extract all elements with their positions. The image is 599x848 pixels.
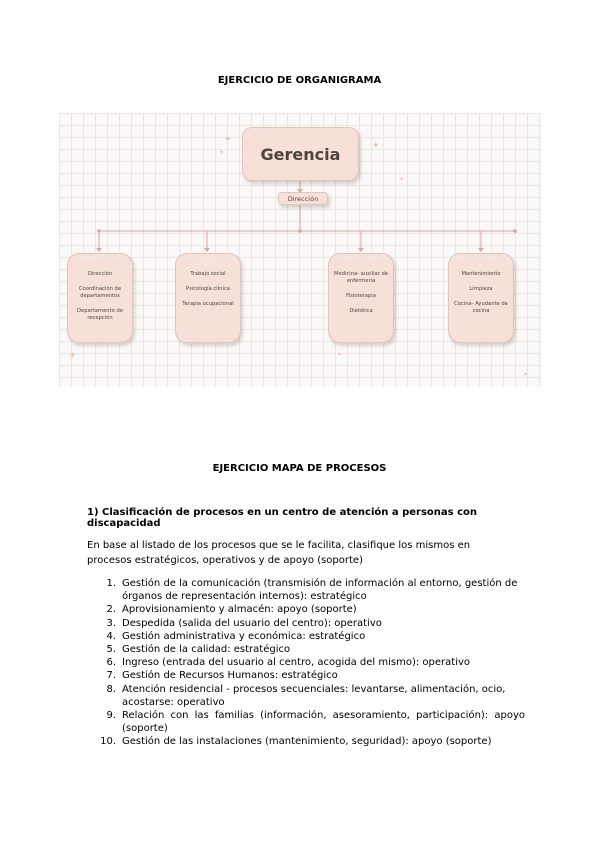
dept-item: Medicina- auxiliar de enfermería	[334, 271, 388, 284]
list-number: 6.	[106, 657, 116, 669]
list-item: 8. Atención residencial - procesos secuen…	[95, 683, 525, 709]
list-item: 2. Aprovisionamiento y almacén: apoyo (so…	[95, 603, 525, 616]
list-item: 1. Gestión de la comunicación (transmisió…	[95, 577, 525, 603]
sparkle-icon: ✦	[399, 177, 405, 183]
org-dept-servicios-generales: SERVICIOS GENERALES Mantenimiento Limpie…	[448, 253, 514, 343]
dept-item: Mantenimiento	[461, 271, 501, 277]
list-text: Gestión de la comunicación (transmisión …	[122, 578, 518, 603]
dept-item: Dirección	[87, 271, 113, 277]
dept-item: Psicología clínica	[186, 286, 230, 292]
dept-item: Coordinación de departamentos	[78, 286, 122, 299]
list-item: 6. Ingreso (entrada del usuario al centro…	[95, 656, 525, 669]
dept-item: Trabajo social	[190, 271, 226, 277]
org-chart: Gerencia Dirección ADMINISTRACIÓN Direcc…	[59, 113, 541, 387]
org-box-gerencia: Gerencia	[242, 127, 359, 181]
dept-item: Terapia ocupacional	[182, 301, 234, 307]
list-number: 10.	[100, 736, 116, 748]
list-number: 8.	[106, 683, 116, 695]
intro-paragraph: En base al listado de los procesos que s…	[87, 540, 471, 566]
list-number: 5.	[106, 644, 116, 656]
process-list: 1. Gestión de la comunicación (transmisió…	[95, 577, 525, 749]
dept-item: Limpieza	[469, 286, 493, 292]
list-item: 10. Gestión de las instalaciones (manteni…	[95, 735, 525, 748]
list-text: Aprovisionamiento y almacén: apoyo (sopo…	[122, 604, 357, 616]
org-dept-atencion-sanitaria: ATENCIÓN SANITARIA Medicina- auxiliar de…	[328, 253, 394, 343]
dept-title: ATENCIÓN SANITARIA	[335, 257, 387, 262]
org-dept-administracion: ADMINISTRACIÓN Dirección Coordinación de…	[67, 253, 133, 343]
list-item: 5. Gestión de la calidad: estratégico	[95, 643, 525, 656]
dept-title: ADMINISTRACIÓN	[78, 257, 122, 262]
list-number: 9.	[106, 710, 116, 722]
list-text: Gestión de Recursos Humanos: estratégico	[122, 670, 338, 682]
question-heading: 1) Clasificación de procesos en un centr…	[87, 507, 477, 529]
dept-title: APOYO SOCIAL Y SALUD MENTAL	[179, 257, 237, 268]
list-number: 4.	[106, 630, 116, 642]
sparkle-icon: ✦	[219, 150, 225, 156]
list-text: Gestión de la calidad: estratégico	[122, 644, 291, 656]
list-text: Atención residencial - procesos secuenci…	[122, 683, 506, 708]
list-number: 7.	[106, 670, 116, 682]
list-item: 9. Relación con las familias (información…	[95, 709, 525, 735]
org-dept-apoyo-social: APOYO SOCIAL Y SALUD MENTAL Trabajo soci…	[175, 253, 241, 343]
org-exercise-title: EJERCICIO DE ORGANIGRAMA	[217, 75, 382, 86]
dept-item: Dietética	[349, 308, 373, 314]
list-text: Gestión administrativa y económica: estr…	[122, 630, 366, 642]
dept-item: Fisioterapia	[346, 293, 376, 299]
list-number: 3.	[106, 617, 116, 629]
dept-item: Departamento de recepción	[77, 308, 123, 321]
list-item: 4. Gestión administrativa y económica: es…	[95, 630, 525, 643]
list-number: 1.	[106, 578, 116, 589]
list-text: Relación con las familias (información, …	[122, 710, 525, 735]
dept-title: SERVICIOS GENERALES	[453, 257, 509, 262]
dept-item: Cocina- Ayudante de cocina	[454, 301, 508, 314]
org-box-direccion: Dirección	[278, 192, 328, 205]
org-connectors	[96, 181, 517, 252]
process-map-title: EJERCICIO MAPA DE PROCESOS	[212, 463, 387, 474]
sparkle-icon: ✦	[69, 350, 77, 360]
list-text: Despedida (salida del usuario del centro…	[122, 617, 382, 629]
sparkle-icon: ✦	[523, 372, 529, 378]
list-item: 7. Gestión de Recursos Humanos: estratégi…	[95, 669, 525, 682]
sparkle-icon: ✦	[337, 352, 343, 358]
sparkle-icon: ✦	[224, 134, 232, 144]
list-text: Gestión de las instalaciones (mantenimie…	[122, 736, 492, 748]
sparkle-icon: ✦	[372, 140, 380, 150]
list-text: Ingreso (entrada del usuario al centro, …	[122, 657, 471, 669]
list-item: 3. Despedida (salida del usuario del cent…	[95, 617, 525, 630]
list-number: 2.	[106, 604, 116, 616]
